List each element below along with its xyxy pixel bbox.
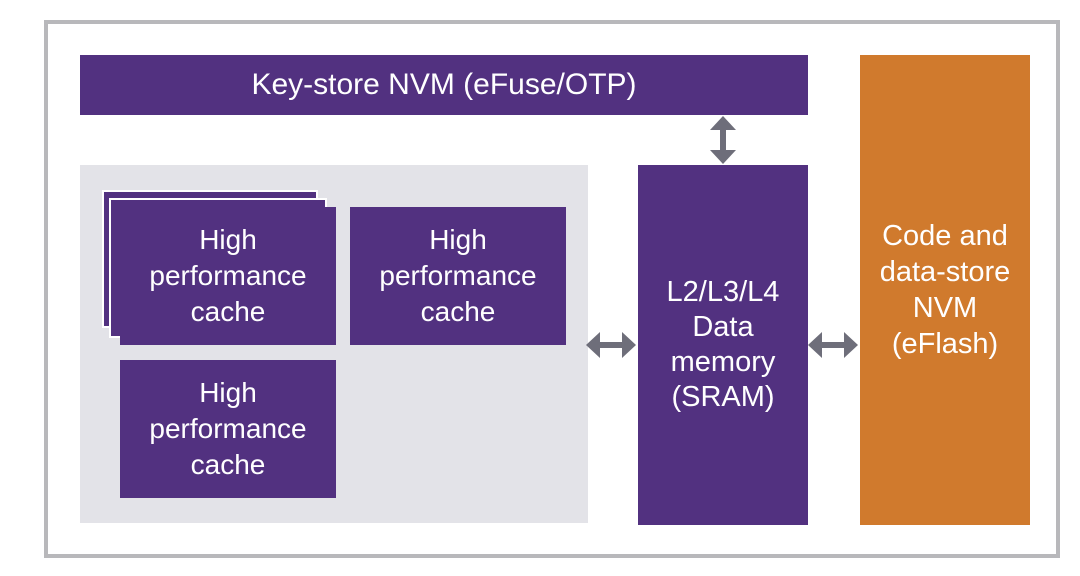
sram-line: memory [670,346,776,378]
cache-line: performance [149,260,307,291]
double-arrow-keystore-sram [710,116,736,164]
double-arrow-cluster-sram [586,332,636,358]
cache-block-3: High performance cache [120,360,336,498]
sram-line: (SRAM) [671,381,775,413]
double-arrow-sram-eflash [808,332,858,358]
cache-line: High [199,377,257,408]
eflash-line: (eFlash) [891,328,999,360]
cache-block-1: High performance cache [120,207,336,345]
eflash-line: NVM [912,292,978,324]
cache-line: cache [190,449,266,480]
eflash-line: data-store [879,256,1011,288]
cache-line: performance [149,413,307,444]
eflash-line: Code and [882,220,1008,252]
sram-line: L2/L3/L4 [666,276,780,308]
cache-line: cache [190,296,266,327]
eflash-nvm-block: Code and data-store NVM (eFlash) [860,55,1030,525]
keystore-nvm-label: Key-store NVM (eFuse/OTP) [251,68,637,101]
sram-data-memory-block: L2/L3/L4 Data memory (SRAM) [638,165,808,525]
sram-line: Data [692,311,754,343]
cache-block-2: High performance cache [350,207,566,345]
cache-line: High [199,224,257,255]
keystore-nvm-block: Key-store NVM (eFuse/OTP) [80,55,808,115]
cache-line: High [429,224,487,255]
cache-line: performance [379,260,537,291]
cache-line: cache [420,296,496,327]
